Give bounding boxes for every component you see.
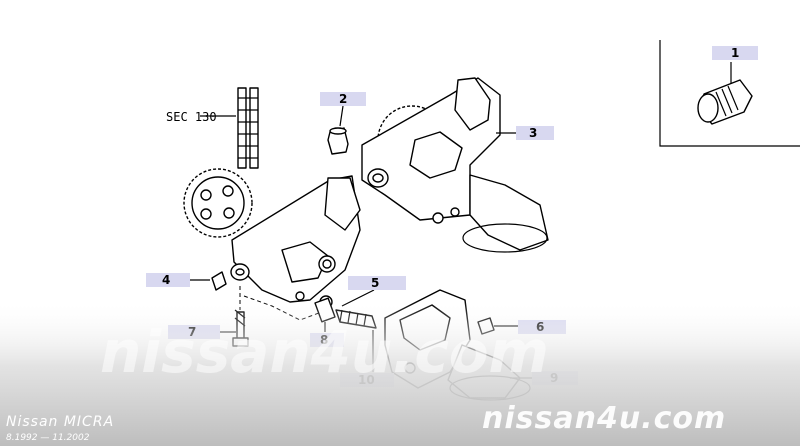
oil-filter-inset <box>659 40 800 147</box>
plug-part <box>190 271 227 291</box>
vehicle-dates: 8.1992 — 11.2002 <box>6 433 90 443</box>
section-reference: SEC 130 <box>166 110 217 124</box>
callout-4-label: 4 <box>162 273 170 287</box>
footer-band <box>0 300 800 446</box>
timing-chain <box>200 87 259 169</box>
center-watermark: nissan4u.com <box>100 318 549 386</box>
corner-watermark: nissan4u.com <box>482 401 726 436</box>
bushing-part <box>327 105 349 155</box>
callout-2: 2 <box>320 92 366 106</box>
vehicle-model: Nissan MICRA <box>6 414 114 430</box>
callout-3-label: 3 <box>529 126 537 140</box>
callout-5-label: 5 <box>371 276 379 290</box>
oil-pump-upper-assembly <box>361 77 549 253</box>
callout-5: 5 <box>348 276 406 290</box>
callout-3: 3 <box>516 126 554 140</box>
callout-2-label: 2 <box>339 92 347 106</box>
callout-1-label: 1 <box>731 46 739 60</box>
callout-4: 4 <box>146 273 190 287</box>
callout-1: 1 <box>712 46 758 60</box>
oil-pump-lower-assembly <box>183 168 361 309</box>
